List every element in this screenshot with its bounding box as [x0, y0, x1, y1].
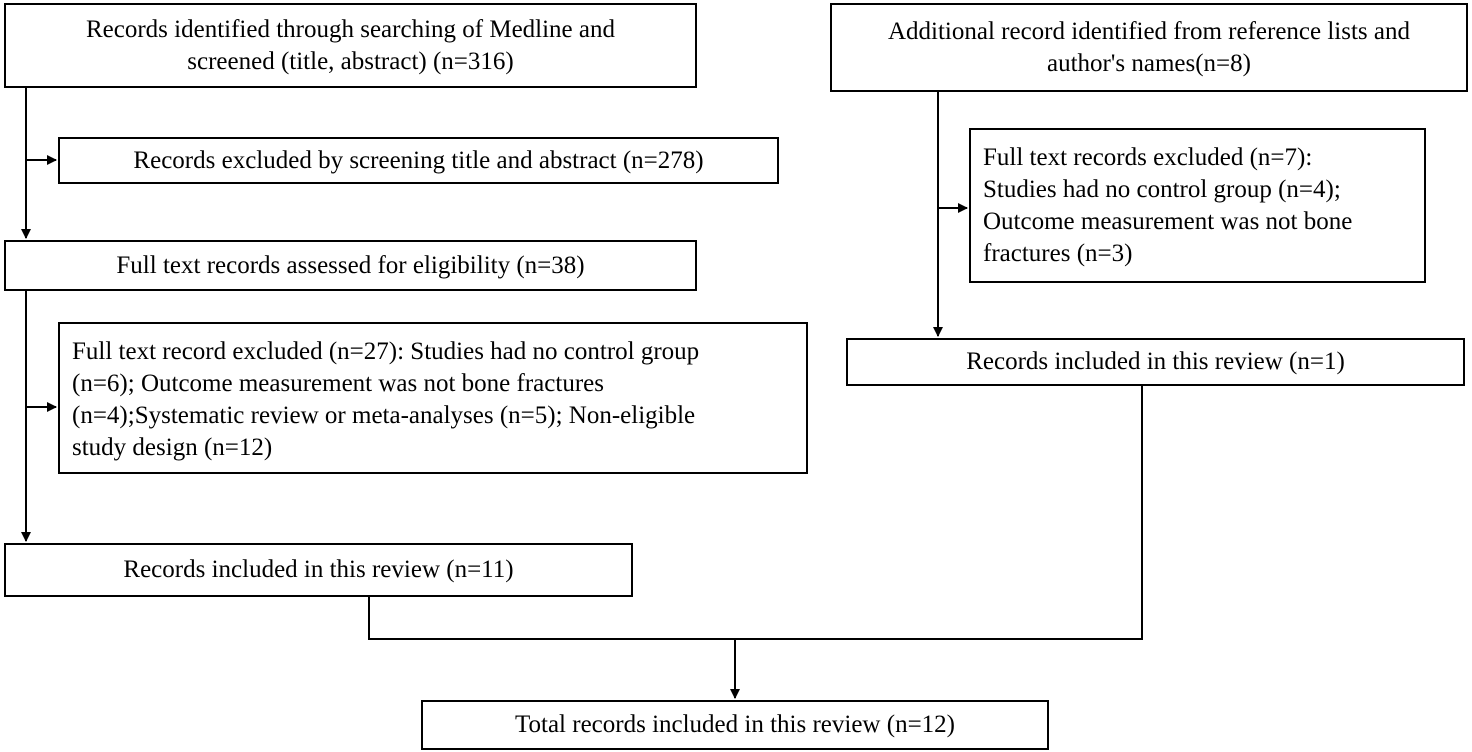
included-right-box: Records included in this review (n=1): [846, 338, 1465, 386]
box-text-line: Records included in this review (n=1): [966, 348, 1345, 375]
box-text-line: Records excluded by screening title and …: [133, 146, 704, 174]
box-text-line: Outcome measurement was not bone: [983, 208, 1353, 235]
additional-records-box: Additional record identified from refere…: [830, 3, 1468, 92]
box-text-line: fractures (n=3): [983, 240, 1133, 267]
box-text-line: Full text records excluded (n=7):: [983, 144, 1313, 171]
box-text-line: author's names(n=8): [1047, 49, 1251, 77]
box-text-line: Total records included in this review (n…: [514, 711, 955, 738]
excluded-right-box: Full text records excluded (n=7): Studie…: [969, 128, 1426, 283]
full-text-assessed-box: Full text records assessed for eligibili…: [4, 240, 697, 291]
box-text-line: Full text records assessed for eligibili…: [116, 251, 585, 279]
excluded-screening-box: Records excluded by screening title and …: [58, 137, 779, 184]
box-text-line: (n=6); Outcome measurement was not bone …: [72, 370, 604, 397]
medline-records-box: Records identified through searching of …: [4, 3, 697, 88]
box-text-line: Records identified through searching of …: [85, 15, 616, 43]
total-included-box: Total records included in this review (n…: [421, 700, 1049, 750]
box-text-line: study design (n=12): [72, 434, 273, 461]
box-text-line: (n=4);Systematic review or meta-analyses…: [72, 402, 696, 429]
included-left-box: Records included in this review (n=11): [4, 543, 633, 597]
excluded-left-box: Full text record excluded (n=27): Studie…: [58, 322, 808, 474]
box-text-line: Full text record excluded (n=27): Studie…: [72, 338, 700, 365]
box-text-line: Additional record identified from refere…: [887, 17, 1411, 45]
box-text-line: screened (title, abstract) (n=316): [187, 47, 514, 75]
box-text-line: Records included in this review (n=11): [123, 556, 514, 583]
box-text-line: Studies had no control group (n=4);: [983, 176, 1341, 203]
